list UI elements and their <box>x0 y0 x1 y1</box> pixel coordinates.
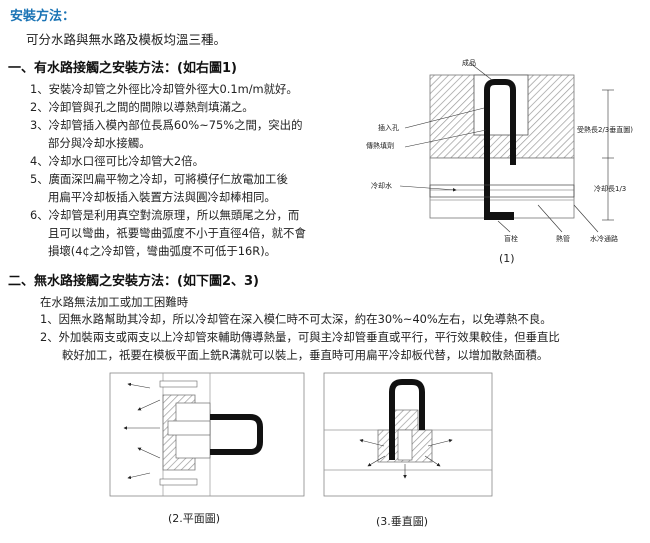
section2-item: 較好加工，祇要在模板平面上銑R溝就可以裝上，垂直時可用扁平冷却板代替，以增加散熱… <box>62 348 549 362</box>
heat-pipe <box>210 414 263 455</box>
label-heated-length: 受熱長2/3垂直圖) <box>577 126 633 134</box>
figure1-caption: (1) <box>499 252 515 265</box>
intro-text: 可分水路與無水路及模板均溫三種。 <box>26 32 227 47</box>
heat-pipe <box>484 79 516 214</box>
section2-item: 1、因無水路幫助其冷却，所以冷却管在深入模仁時不可太深，約在30%~40%左右，… <box>40 312 552 326</box>
label-water-channel: 水冷通路 <box>590 235 618 243</box>
label-cooling-water: 冷却水 <box>371 182 392 190</box>
section2-subtitle: 在水路無法加工或加工困難時 <box>40 295 189 309</box>
section2-item: 2、外加裝兩支或兩支以上冷却管來輔助傳導熱量，可與主冷却管垂直或平行，平行效果較… <box>40 330 560 344</box>
label-plug: 盲栓 <box>504 235 518 243</box>
figure2-caption: (2.平面圖) <box>168 512 221 525</box>
section1-item: 且可以彎曲，祇要彎曲弧度不小于直徑4倍，就不會 <box>48 226 306 240</box>
section1-item: 4、冷却水口徑可比冷却管大2倍。 <box>30 154 204 168</box>
heat-pipe <box>389 379 425 460</box>
section1-item: 部分與冷却水接觸。 <box>48 136 151 150</box>
water-channel <box>429 184 575 198</box>
section1-item: 1、安裝冷却管之外徑比冷却管外徑大0.1m/m就好。 <box>30 82 298 96</box>
figure3-caption: (3.垂直圖) <box>376 515 429 528</box>
section2-heading: 二、無水路接觸之安裝方法：(如下圖2、3) <box>8 274 259 289</box>
section1-item: 用扁平冷却板插入裝置方法與圓冷却棒相同。 <box>48 190 276 204</box>
section1-item: 3、冷却管插入模內部位長爲60%~75%之間，突出的 <box>30 118 303 132</box>
label-cooling-length: 冷却長1/3 <box>594 185 627 193</box>
section1-heading: 一、有水路接觸之安裝方法：(如右圖1) <box>8 61 237 76</box>
section1-item: 2、冷卸管與孔之間的間隙以導熱劑填滿之。 <box>30 100 254 114</box>
section1-item: 6、冷却管是利用真空對流原理，所以無頭尾之分，而 <box>30 208 300 222</box>
label-insert-hole: 插入孔 <box>378 124 399 132</box>
label-conductive-agent: 傳熱填劑 <box>366 142 394 150</box>
label-heat-pipe: 熱管 <box>556 235 570 243</box>
page-title: 安裝方法： <box>10 9 76 24</box>
label-product: 成品 <box>462 59 476 67</box>
section1-item: 5、廣面深凹扁平物之冷却，可將模仔仁放電加工後 <box>30 172 288 186</box>
section1-item: 損壞(4¢之冷却管，彎曲弧度不可低于16R)。 <box>48 244 277 258</box>
